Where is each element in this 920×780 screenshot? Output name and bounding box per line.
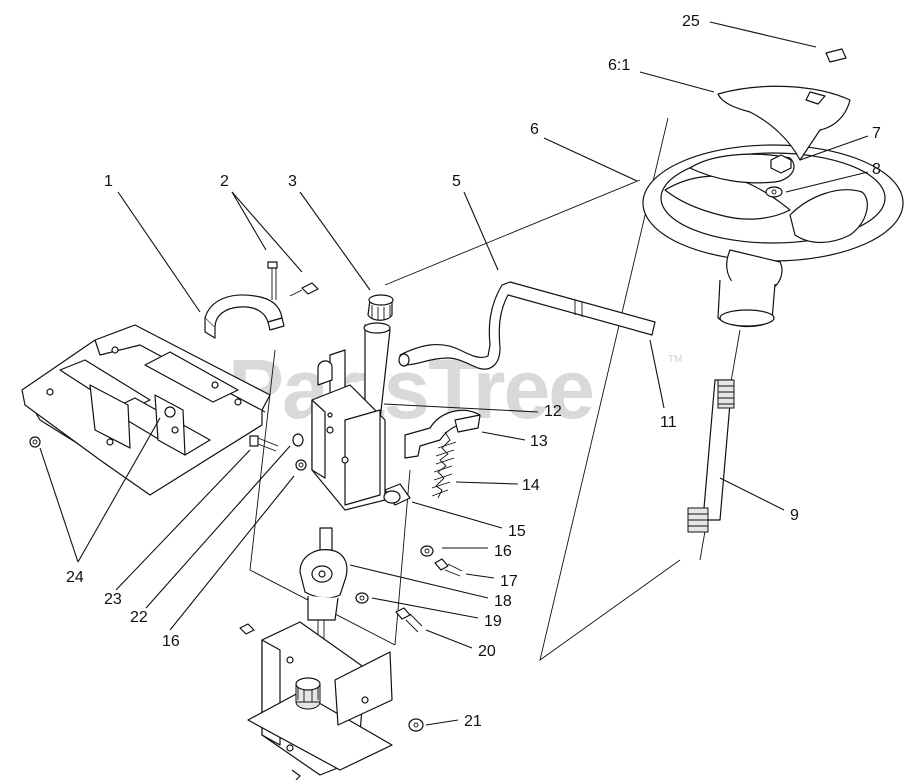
callout-23: 23: [104, 591, 122, 608]
callout-8: 8: [872, 161, 881, 178]
callout-17: 17: [500, 573, 518, 590]
callout-13: 13: [530, 433, 548, 450]
washer-bolt-19-20: [355, 592, 423, 633]
watermark-tm: TM: [668, 354, 682, 365]
lever-bracket-part-13: [404, 409, 481, 459]
frame-bracket: [21, 324, 271, 496]
callout-6-1: 6:1: [608, 57, 630, 74]
clamp-part-1: [204, 294, 285, 339]
callout-21: 21: [464, 713, 482, 730]
nut-part-21: [408, 718, 424, 732]
callout-25: 25: [682, 13, 700, 30]
steering-wheel-part-6: [642, 144, 904, 328]
callout-7: 7: [872, 125, 881, 142]
callout-1: 1: [104, 173, 113, 190]
callout-18: 18: [494, 593, 512, 610]
spring-part-14: [431, 431, 457, 499]
steering-column-tube: [363, 294, 394, 421]
steering-shaft-part-9: [687, 379, 735, 533]
callout-11: 11: [660, 414, 677, 431]
bolts-part-2: [267, 261, 319, 300]
callout-20: 20: [478, 643, 496, 660]
callout-9: 9: [790, 507, 799, 524]
cap-insert-part-25: [825, 48, 847, 63]
callout-12: 12: [544, 403, 562, 420]
callout-22: 22: [130, 609, 148, 626]
callout-2: 2: [220, 173, 229, 190]
callout-14: 14: [522, 477, 540, 494]
callout-24: 24: [66, 569, 84, 586]
washer-part-8: [765, 186, 783, 198]
tilt-lever-rod: [398, 281, 656, 370]
column-support-bracket: [311, 349, 386, 511]
bushing-part-15: [383, 483, 411, 506]
washer-bolt-16-17: [420, 545, 463, 577]
nut-upper-left-of-mount: [239, 623, 255, 635]
callout-16b: 16: [162, 633, 180, 650]
callout-labels: 1 2 3 5 6 6:1 7 8 9 11 12 13 14 15 16 16…: [66, 13, 881, 730]
callout-5: 5: [452, 173, 461, 190]
lower-mount-bracket: [247, 621, 393, 780]
callout-15: 15: [508, 523, 526, 540]
leader-lines: [39, 21, 869, 726]
nut-part-7: [770, 154, 792, 174]
wheel-cap-part-6-1: [717, 85, 851, 161]
callout-3: 3: [288, 173, 297, 190]
nut-part-24: [29, 436, 41, 448]
callout-16a: 16: [494, 543, 512, 560]
callout-19: 19: [484, 613, 502, 630]
bolt-washers-22-23: [249, 433, 307, 471]
callout-6: 6: [530, 121, 539, 138]
